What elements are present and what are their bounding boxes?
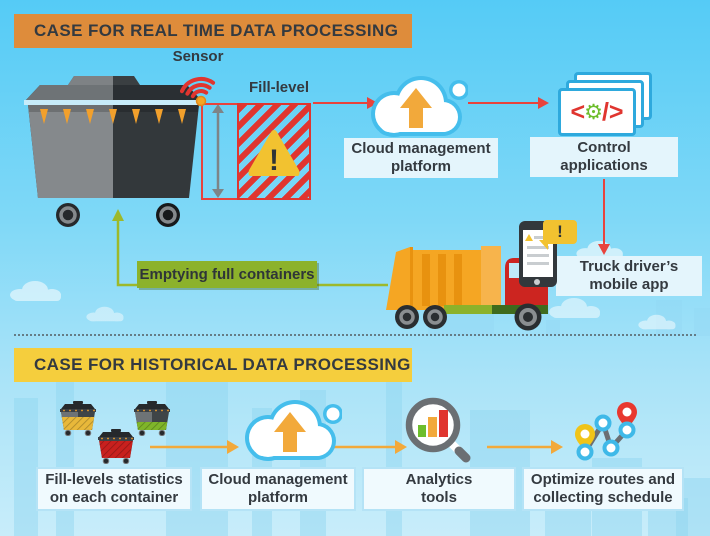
route-pins-icon	[575, 402, 637, 461]
cloud-upload-icon	[364, 70, 468, 142]
banner-realtime-title: CASE FOR REAL TIME DATA PROCESSING	[34, 21, 399, 40]
dumpster-icon-yellow	[60, 401, 96, 436]
fill-stats-label: Fill-levels statistics on each container	[36, 467, 192, 511]
cloud-platform-label-historical: Cloud management platform	[200, 467, 356, 511]
warning-exclamation: !	[269, 144, 279, 176]
alert-exclamation: !	[557, 222, 563, 241]
section-divider	[14, 334, 696, 336]
phone-warning-icon	[525, 234, 533, 241]
fill-level-label: Fill-level	[248, 79, 310, 96]
code-slash: /	[601, 97, 609, 126]
bubble-tail	[539, 240, 548, 250]
building-silhouette	[14, 398, 38, 536]
code-close-bracket: >	[608, 97, 624, 126]
banner-historical: CASE FOR HISTORICAL DATA PROCESSING	[14, 348, 412, 382]
gear-icon: ⚙	[584, 100, 603, 124]
banner-historical-title: CASE FOR HISTORICAL DATA PROCESSING	[34, 355, 411, 374]
dumpster-icon-red	[98, 429, 134, 464]
alert-bubble: !	[539, 220, 577, 250]
code-open-bracket: <	[570, 97, 586, 126]
code-gear-card-stack-icon: < ⚙ / >	[558, 88, 636, 136]
control-apps-label: Control applications	[530, 137, 678, 177]
building-silhouette	[694, 308, 710, 336]
optimize-routes-label: Optimize routes and collecting schedule	[522, 467, 684, 511]
magnifier-bar-chart-icon	[405, 397, 471, 463]
sensor-label: Sensor	[172, 48, 224, 65]
banner-realtime: CASE FOR REAL TIME DATA PROCESSING	[14, 14, 412, 48]
warning-triangle-icon: !	[248, 130, 300, 176]
analytics-tools-label: Analytics tools	[362, 467, 516, 511]
cloud-upload-icon	[238, 394, 342, 466]
sensor-wifi-icon	[180, 77, 216, 107]
cloud-platform-label-realtime: Cloud management platform	[344, 138, 498, 178]
dumpster-icon-green	[134, 401, 170, 436]
driver-app-label: Truck driver’s mobile app	[556, 256, 702, 296]
phone-home-button	[534, 279, 540, 285]
emptying-containers-badge: Emptying full containers	[137, 261, 317, 288]
dumpster-icon	[24, 76, 203, 227]
building-silhouette	[546, 320, 560, 336]
